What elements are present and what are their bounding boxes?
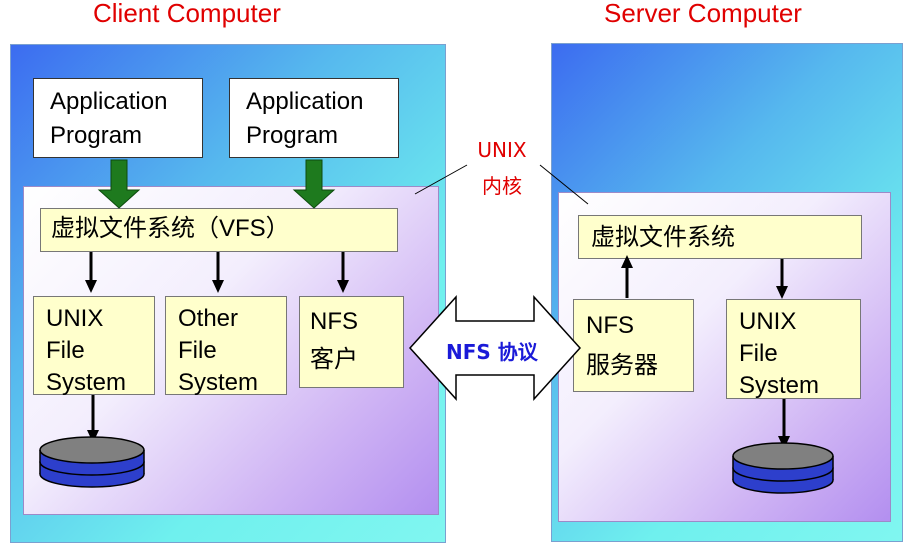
server-unix-file-system-box: UNIX File System — [726, 299, 861, 399]
nfs-protocol-label: NFS 协议 — [446, 340, 538, 364]
server-disk-icon — [732, 442, 834, 494]
server-computer-title: Server Computer — [604, 0, 802, 28]
client-computer-title: Client Computer — [93, 0, 281, 28]
application-program-box-2: Application Program — [229, 78, 399, 158]
nfs-protocol-arrow — [408, 295, 582, 401]
app-to-vfs-arrow-2 — [292, 159, 336, 209]
client-disk-icon — [39, 436, 145, 488]
server-vfs-box: 虚拟文件系统 — [578, 215, 862, 259]
application-program-box-1: Application Program — [33, 78, 203, 158]
nfs-client-box: NFS 客户 — [299, 296, 404, 388]
other-file-system-box: Other File System — [165, 296, 287, 396]
app-to-vfs-arrow-1 — [97, 159, 141, 209]
kernel-callout-line-left — [414, 164, 468, 195]
client-unix-file-system-box: UNIX File System — [33, 296, 155, 396]
unix-kernel-label: UNIX 内核 — [477, 138, 527, 198]
nfs-server-box: NFS 服务器 — [573, 299, 694, 392]
client-vfs-box: 虚拟文件系统（VFS） — [40, 208, 398, 252]
kernel-callout-line-right — [539, 164, 589, 205]
